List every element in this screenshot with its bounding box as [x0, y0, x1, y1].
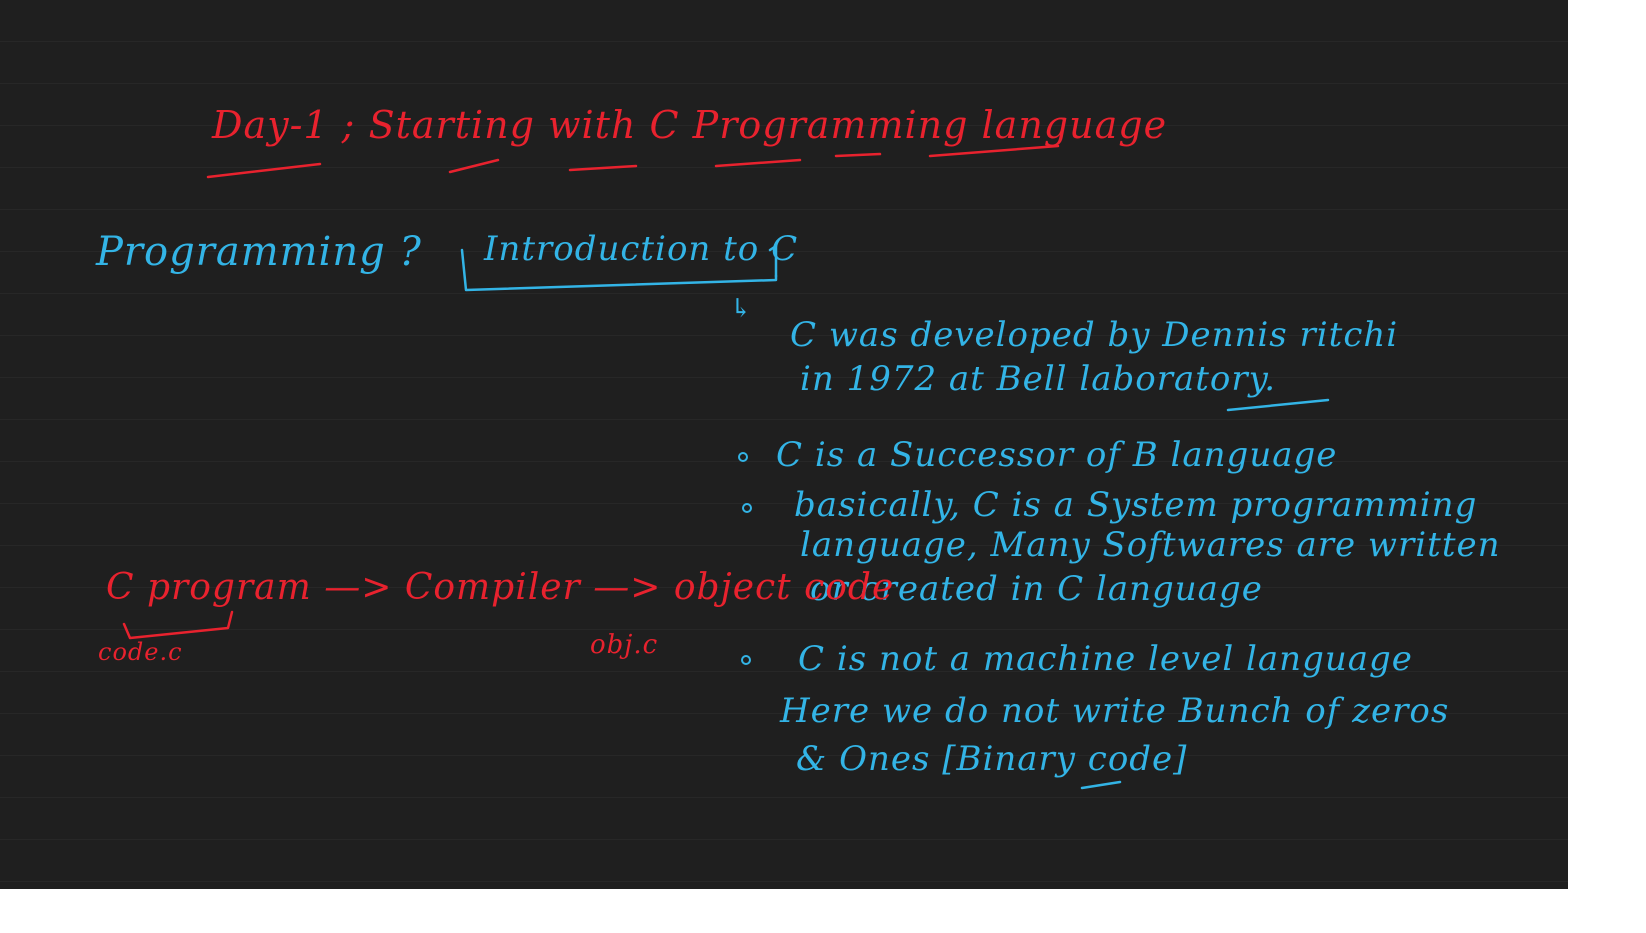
- point4-line3: & Ones [Binary code]: [796, 739, 1188, 779]
- bullet-point: [742, 503, 752, 513]
- source-file-label: code.c: [98, 638, 183, 666]
- title-underline: [834, 152, 882, 158]
- title-underline: [448, 158, 500, 174]
- object-file-label: obj.c: [590, 630, 659, 660]
- laboratory-underline: [1226, 398, 1330, 412]
- title-underline: [714, 158, 802, 168]
- binary-underline: [1080, 780, 1122, 790]
- sub-arrow-icon: ↳: [730, 294, 753, 324]
- point3-line3: or created in C language: [810, 569, 1263, 609]
- programming-question: Programming ?: [96, 229, 422, 275]
- point1-line1: C was developed by Dennis ritchi: [790, 315, 1399, 355]
- program-bracket: [122, 610, 234, 640]
- bullet-point: [738, 452, 748, 462]
- point2-line: C is a Successor of B language: [776, 435, 1338, 475]
- compile-flow: C program —> Compiler —> object code: [106, 567, 895, 608]
- bullet-point: [741, 655, 751, 665]
- point4-line2: Here we do not write Bunch of zeros: [780, 691, 1450, 731]
- intro-heading: Introduction to C: [484, 229, 799, 269]
- whiteboard-canvas: Day-1 ; Starting with C Programming lang…: [0, 0, 1568, 889]
- page-title: Day-1 ; Starting with C Programming lang…: [212, 103, 1168, 147]
- title-underline: [928, 144, 1060, 158]
- point4-line1: C is not a machine level language: [798, 639, 1413, 679]
- title-underline: [206, 162, 322, 179]
- point3-line2: language, Many Softwares are written: [800, 525, 1501, 565]
- point3-line1: basically, C is a System programming: [794, 485, 1478, 525]
- point1-line2: in 1972 at Bell laboratory.: [800, 359, 1277, 399]
- title-underline: [568, 164, 638, 172]
